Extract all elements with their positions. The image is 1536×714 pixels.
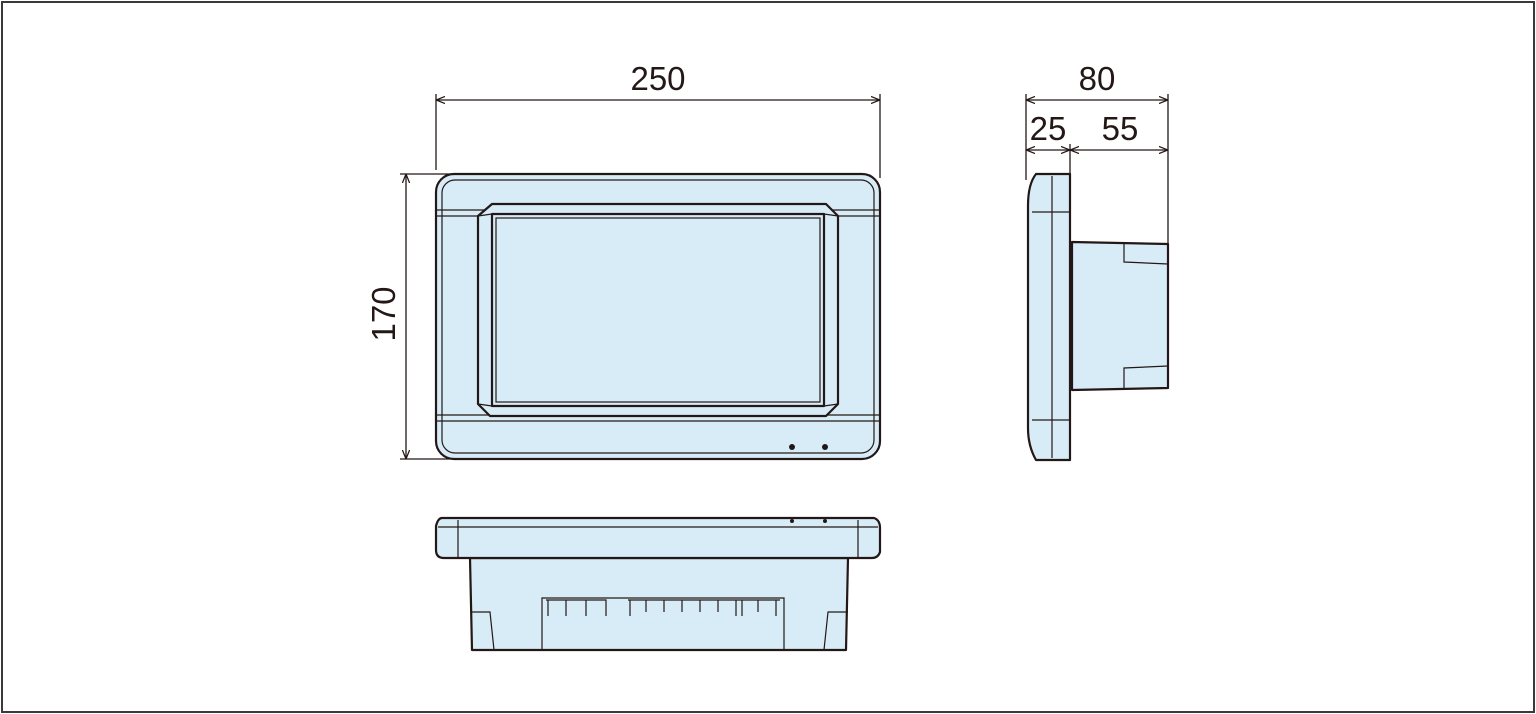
bottom-led-2 <box>823 519 827 523</box>
side-rear-notch-bottom <box>1123 365 1169 388</box>
side-view <box>1026 172 1170 462</box>
bottom-right-foot <box>823 611 848 651</box>
side-bezel <box>1026 172 1072 462</box>
bottom-bezel <box>434 516 882 560</box>
connector-terminals <box>546 599 780 616</box>
recess-corner-tr <box>823 213 839 217</box>
dim-label-side-back: 55 <box>1102 110 1139 147</box>
dim-label-front-width: 250 <box>630 60 685 97</box>
front-bezel-inner-edge <box>441 179 875 454</box>
bottom-view <box>434 516 882 652</box>
dimension-front-height: 170 <box>365 173 456 460</box>
recess-corner-bl <box>477 403 493 407</box>
display-screen <box>490 212 826 408</box>
dimension-front-width: 250 <box>435 60 881 178</box>
display-screen-inner <box>495 217 821 403</box>
indicator-led-2 <box>822 444 828 450</box>
dim-label-front-height: 170 <box>365 286 402 341</box>
front-view <box>434 172 882 461</box>
recess-corner-br <box>823 403 839 407</box>
side-rear-notch-top <box>1123 244 1169 265</box>
bottom-rear-housing <box>468 556 850 652</box>
bottom-led-1 <box>790 519 794 523</box>
dimension-side-depth: 80 25 55 <box>1025 60 1169 246</box>
connector-area <box>541 597 785 650</box>
bottom-left-foot <box>470 611 495 651</box>
dim-label-side-front: 25 <box>1030 110 1067 147</box>
indicator-led-1 <box>789 444 795 450</box>
recess-corner-tl <box>477 213 493 217</box>
dim-label-side-total: 80 <box>1079 60 1116 97</box>
side-rear-housing <box>1070 240 1170 392</box>
